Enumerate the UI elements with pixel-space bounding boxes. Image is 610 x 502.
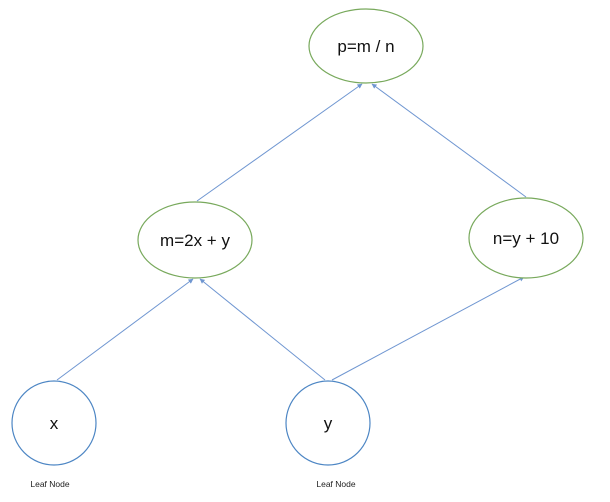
- edge-n-to-p: [371, 83, 527, 198]
- edge-y-to-n: [331, 276, 525, 381]
- node-n-label: n=y + 10: [493, 229, 559, 248]
- node-y-circle: [285, 380, 371, 466]
- node-y-label: y: [324, 414, 333, 433]
- node-n: n=y + 10: [468, 197, 584, 279]
- node-p-ellipse: [308, 8, 424, 84]
- node-p-label: p=m / n: [337, 37, 394, 56]
- node-m-label: m=2x + y: [160, 231, 230, 250]
- node-x-circle: [11, 380, 97, 466]
- node-x: x Leaf Node: [11, 380, 97, 489]
- node-x-caption: Leaf Node: [30, 479, 69, 489]
- node-x-label: x: [50, 414, 59, 433]
- edge-m-to-p: [196, 83, 363, 202]
- node-p: p=m / n: [308, 8, 424, 84]
- node-n-ellipse: [468, 197, 584, 279]
- node-y: y Leaf Node: [285, 380, 371, 489]
- node-y-caption: Leaf Node: [316, 479, 355, 489]
- edge-y-to-m: [199, 278, 326, 381]
- edges: [56, 83, 527, 381]
- node-m-ellipse: [137, 201, 253, 279]
- edge-x-to-m: [56, 278, 194, 381]
- node-m: m=2x + y: [137, 201, 253, 279]
